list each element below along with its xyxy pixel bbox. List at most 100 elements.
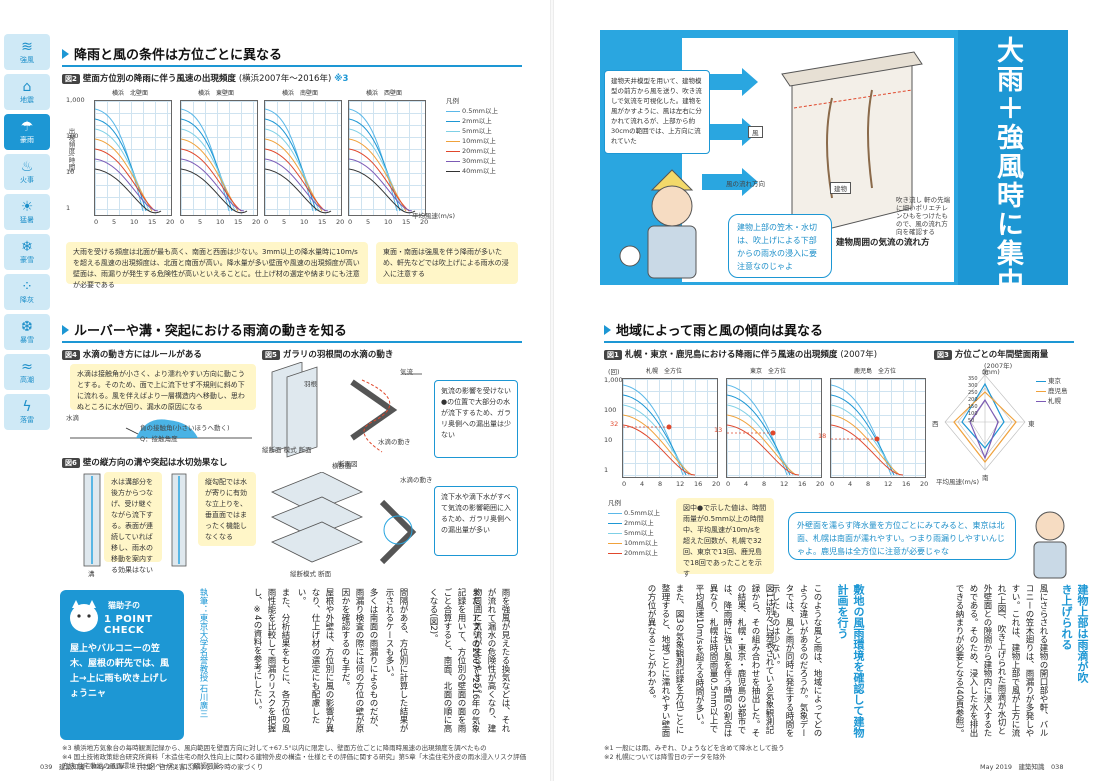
nav-tab-label: 暴雪 [20,335,34,344]
left-footnote-1: ※3 横浜地方気象台の毎時観測記録から、風向範囲を壁面方向に対して+67.5°以… [62,744,487,752]
fig2-x-tick: 5 [198,218,203,226]
fig1-legend-item: 2mm以上 [608,518,674,528]
professor-character-illustration [619,169,697,279]
fig2-graph-title: 横浜 北壁面 [112,90,149,97]
fig1-series-line [726,414,797,476]
fig2-series-line [180,138,239,212]
legend-label: 5mm以上 [462,127,492,135]
fig2-x-tick: 15 [234,218,243,226]
radar-tick: 350 [968,376,978,382]
fig1-x-tick: 0 [622,480,627,488]
fig1-caption-sub: (2007年) [840,350,878,360]
nav-tab-label: 強風 [20,55,34,64]
nav-tab-3[interactable]: ♨火事 [4,154,50,190]
fig2-note-2: 東面・南面は強風を伴う降雨が多いため、軒先などでは吹上げによる雨水の浸入に注意す… [376,242,518,284]
fig2-series-line [348,158,413,212]
fig2-x-tick: 0 [180,218,185,226]
legend-label: 0.5mm以上 [462,107,499,115]
legend-swatch [446,140,460,142]
fig2-x-tick: 10 [130,218,139,226]
fig2-graph [94,100,172,216]
fig6-louver-diagram [271,472,417,565]
cat-icon [70,600,98,632]
fig1-graph-title: 札幌 全方位 [646,368,683,375]
legend-swatch [608,552,622,554]
fig1-marker-value: 13 [714,426,723,434]
fig1-y-unit: (回) [608,368,620,376]
hazard-icon: ≋ [21,38,33,55]
fig5-louver-diagram [271,362,422,458]
fig1-series-line [726,424,800,476]
fig2-note-1: 大雨を受ける頻度は北面が最も高く、南面と西面は少ない。3mm以上の降水量時に10… [66,242,368,289]
fig2-x-tick: 10 [384,218,393,226]
title-band [958,30,1068,285]
radar-unit: (mm) [982,368,1000,376]
fig3-caption-text: 方位ごとの年間壁面雨量 [954,350,1049,360]
radar-tick: 300 [968,383,978,389]
nav-tab-8[interactable]: ≈高潮 [4,354,50,390]
legend-swatch [446,170,460,172]
right-footnote-2: ※2 札幌については降雪日のデータを除外 [604,753,726,761]
nav-tab-5[interactable]: ❄豪雪 [4,234,50,270]
fig1-x-tick: 12 [676,480,685,488]
left-body-col-3: 間隔がある、方位別に計算した結果が示されるケースも多い。 [384,588,408,733]
fig2-series-line [348,168,416,214]
fig2-y-tick: 10 [66,168,75,176]
fig1-x-tick: 8 [658,480,663,488]
fig4-drop-diagram [70,419,252,439]
fig2-graph-curves [94,108,162,214]
nav-tab-0[interactable]: ≋強風 [4,34,50,70]
section-heading-3: 地域によって雨と風の傾向は異なる [604,320,1074,343]
illust-label-streamer-title: 吹き流し [896,196,922,204]
illust-label-wind: 風 [748,126,763,138]
fig1-graph-curves [622,384,696,476]
nav-tab-6[interactable]: ⁘降灰 [4,274,50,310]
hazard-icon: ☀ [20,198,34,215]
legend-label: 30mm以上 [462,157,496,165]
fig2-graph-curves [180,108,248,214]
radar-dir-west: 西 [932,420,939,428]
fig1-series-line [726,384,788,476]
left-folio: 039 建築知識 May 2019 ［特集］自然災害に負けない今時の家づくり [40,763,264,771]
fig1-series-line [622,424,696,476]
fig2-y-tick: 1 [66,204,71,212]
fig2-series-line [180,108,230,212]
fig1-number: 図1 [604,350,622,360]
nav-tab-1[interactable]: ⌂地震 [4,74,50,110]
fig1-x-tick: 20 [712,480,721,488]
fig1-series-line [622,384,684,476]
section-heading-1-text: 降雨と風の条件は方位ごとに異なる [74,48,283,63]
fig5-label-4: 縦断面 模式 断面 [262,446,312,454]
legend-label: 20mm以上 [624,549,658,557]
fig2-legend-item: 10mm以上 [446,136,516,146]
nav-tab-7[interactable]: ❆暴雪 [4,314,50,350]
radar-legend-item: 東京 [1036,376,1068,386]
hazard-icon: ⌂ [22,78,32,95]
right-subhead-1: 建物上部は雨滴が吹き上げられる [1060,584,1089,683]
legend-label: 10mm以上 [462,137,496,145]
hazard-icon: ⁘ [21,278,33,295]
nav-tab-label: 火事 [20,175,34,184]
nav-tab-2[interactable]: ☂豪雨 [4,114,50,150]
nav-tab-label: 落雷 [20,415,34,424]
page-spine [550,0,554,781]
legend-label: 0.5mm以上 [624,509,661,517]
fig2-series-line [348,138,407,212]
fig6-label-3: 縦断模式 断面 [290,570,332,578]
nav-tab-4[interactable]: ☀猛暑 [4,194,50,230]
fig2-graph-curves [264,108,332,214]
fig2-series-line [94,158,159,212]
fig4-label-2: 負の接触角(小さいほうへ動く) [140,424,230,432]
legend-label: 2mm以上 [624,519,654,527]
radar-tick: 250 [968,390,978,396]
radar-tick: 150 [968,404,978,410]
fig1-graph-curves [830,384,904,476]
fig5-number: 図5 [262,350,280,360]
building-illustration [682,38,954,282]
fig1-x-tick: 0 [726,480,731,488]
